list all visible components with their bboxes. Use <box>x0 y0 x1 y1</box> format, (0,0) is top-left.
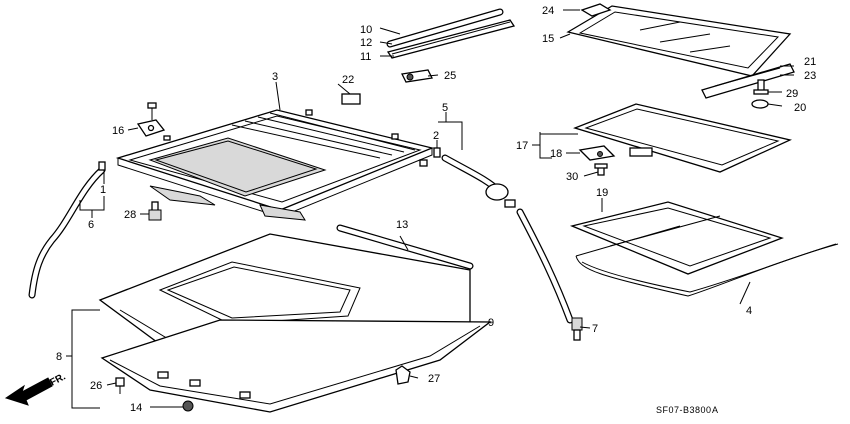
callout-23: 23 <box>804 70 816 82</box>
washer-20-part <box>751 99 769 109</box>
front-direction-arrow: FR. <box>4 371 68 406</box>
drain-tube-front-right-part <box>441 154 516 208</box>
bracket-part <box>580 3 795 99</box>
glass-panel-part <box>566 5 792 77</box>
clip-27-part <box>395 365 411 385</box>
clip-25-part <box>401 69 433 83</box>
callout-28: 28 <box>124 209 136 221</box>
seal-strip-part <box>336 224 474 270</box>
front-direction-label: FR. <box>48 371 68 388</box>
callout-7: 7 <box>592 323 598 335</box>
callout-11: 11 <box>360 51 371 63</box>
fastener-2-part <box>433 147 441 158</box>
clip-16-part <box>136 119 166 137</box>
callout-26: 26 <box>90 380 102 392</box>
fastener-7-part <box>571 317 583 341</box>
callout-15: 15 <box>542 33 554 45</box>
callout-1: 1 <box>100 184 106 196</box>
callout-18: 18 <box>550 148 562 160</box>
callout-6: 6 <box>88 219 94 231</box>
diagram-code-suffix: A <box>712 405 719 415</box>
callout-24: 24 <box>542 5 554 17</box>
diagram-code: SF07-B3800 <box>656 405 712 415</box>
callout-22: 22 <box>342 74 354 86</box>
roof-lining-part <box>100 319 492 413</box>
callout-20: 20 <box>794 102 806 114</box>
callout-10: 10 <box>360 24 372 36</box>
drain-tube-rear-part <box>516 208 574 324</box>
screw-16-part <box>147 102 157 120</box>
callout-8: 8 <box>56 351 62 363</box>
callout-25: 25 <box>444 70 456 82</box>
drain-tube-front-left-part <box>28 161 106 299</box>
callout-13: 13 <box>396 219 408 231</box>
bracket-18-part <box>578 145 616 161</box>
callout-9: 9 <box>488 317 494 329</box>
callout-30: 30 <box>566 171 578 183</box>
callout-2: 2 <box>433 130 439 142</box>
callout-21: 21 <box>804 56 816 68</box>
fastener-28-part <box>148 201 162 221</box>
sunroof-frame-part <box>115 109 435 221</box>
bolt-30-part <box>594 163 608 176</box>
sunroof-frame-seal-part <box>569 201 839 297</box>
leader-lines <box>66 9 794 409</box>
callout-19: 19 <box>596 187 608 199</box>
callout-17: 17 <box>516 140 528 152</box>
callout-14: 14 <box>130 402 142 414</box>
callout-12: 12 <box>360 37 372 49</box>
callout-3: 3 <box>272 71 278 83</box>
callout-5: 5 <box>442 102 448 114</box>
weatherstrip-part <box>386 8 516 59</box>
callout-4: 4 <box>746 305 752 317</box>
clip-26-part <box>115 377 125 394</box>
sunshade-part <box>573 103 793 173</box>
callout-16: 16 <box>112 125 124 137</box>
callout-27: 27 <box>428 373 440 385</box>
clip-22-part <box>341 93 361 105</box>
callout-29: 29 <box>786 88 798 100</box>
